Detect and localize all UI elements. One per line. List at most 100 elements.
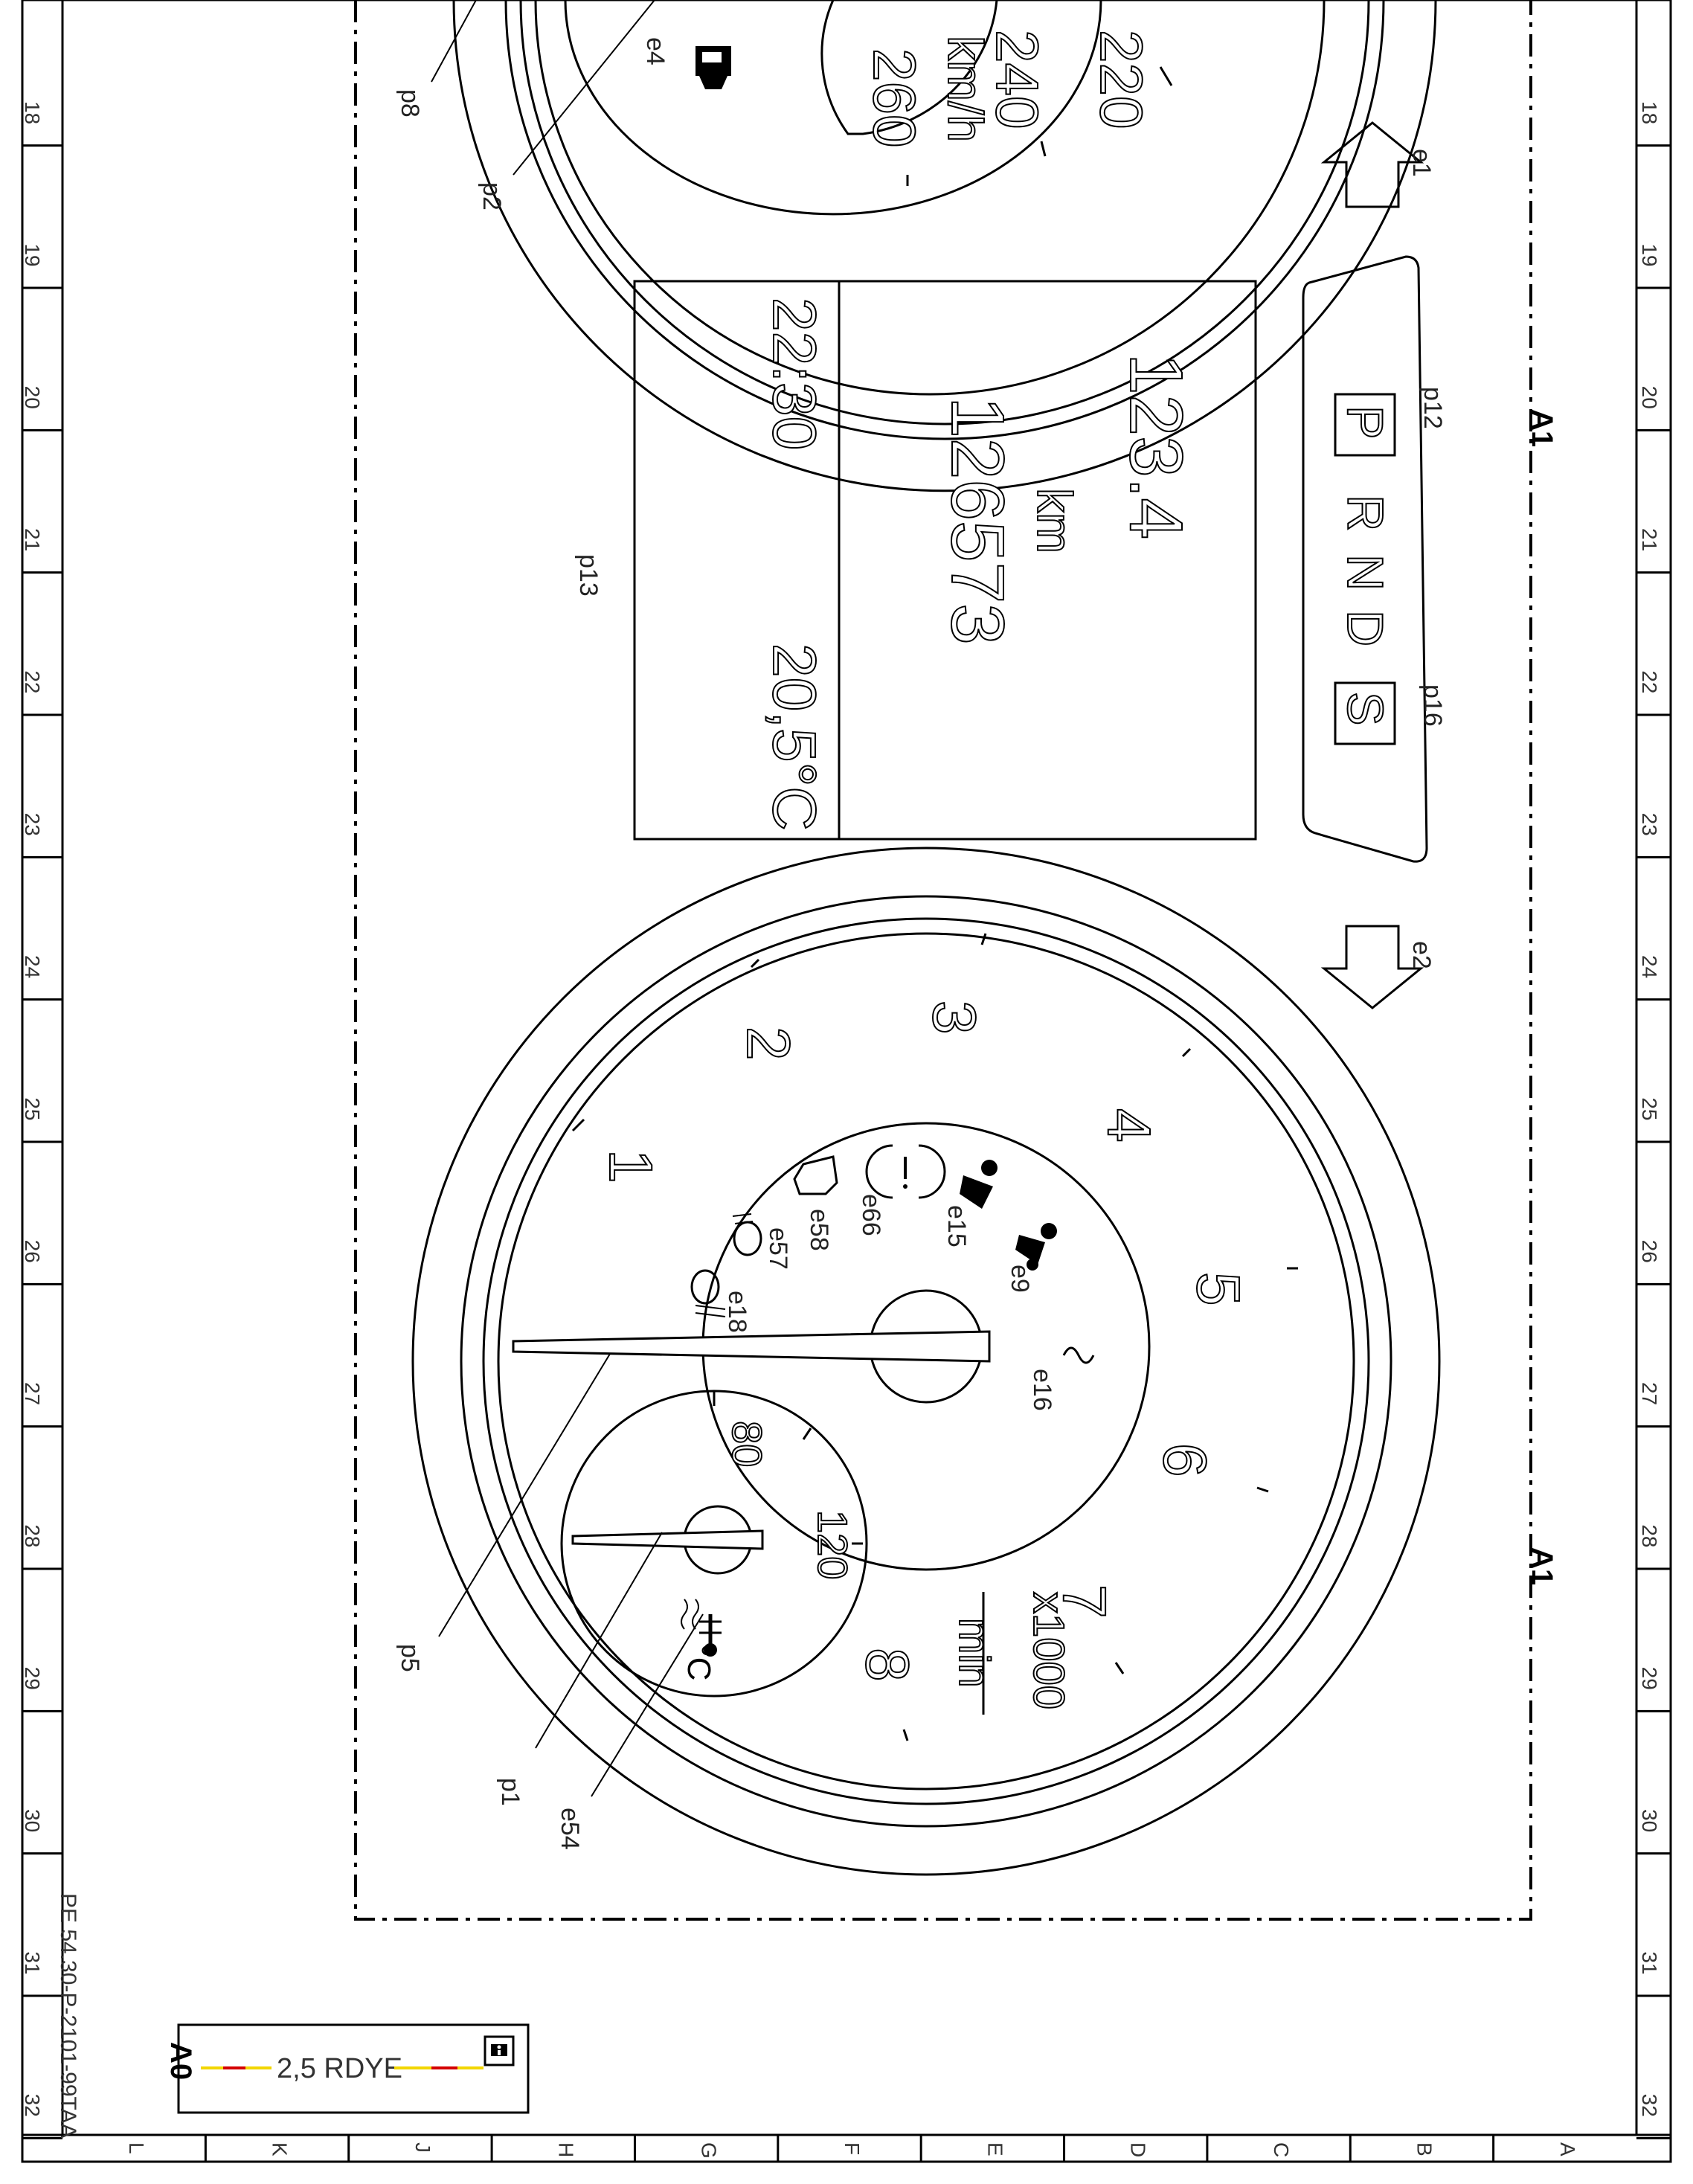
row-label-left-23: 23 bbox=[21, 813, 44, 836]
row-label-right-28: 28 bbox=[1638, 1524, 1661, 1547]
gear-n: N bbox=[1337, 554, 1393, 591]
component-label-a0: A0 bbox=[164, 2042, 197, 2080]
tach-tick-mark-3 bbox=[980, 933, 987, 945]
tach-tick-1: 1 bbox=[597, 1149, 664, 1183]
row-label-right-19: 19 bbox=[1638, 243, 1661, 266]
sheet-border bbox=[21, 0, 1672, 2163]
column-label-D: D bbox=[1127, 2142, 1150, 2157]
column-label-L: L bbox=[125, 2142, 148, 2154]
callout-e16: e16 bbox=[1028, 1369, 1056, 1411]
callout-p2: p2 bbox=[478, 182, 506, 211]
row-label-right-23: 23 bbox=[1638, 813, 1661, 836]
turn-left-arrow bbox=[1320, 121, 1424, 208]
callout-leaders bbox=[431, 0, 704, 1797]
clock-value: 22:30 bbox=[760, 298, 828, 450]
row-label-left-32: 32 bbox=[21, 2094, 44, 2117]
callout-p8: p8 bbox=[396, 89, 424, 118]
module-a1-label-top: A1 bbox=[1526, 409, 1558, 447]
column-label-B: B bbox=[1413, 2142, 1436, 2156]
row-label-left-29: 29 bbox=[21, 1667, 44, 1690]
row-label-left-20: 20 bbox=[21, 386, 44, 409]
callout-p5: p5 bbox=[396, 1644, 424, 1672]
speed-tick-240: 240 bbox=[984, 30, 1050, 129]
turn-right-arrow bbox=[1320, 925, 1424, 1009]
row-label-left-30: 30 bbox=[21, 1809, 44, 1832]
callout-e54: e54 bbox=[556, 1808, 584, 1850]
coolant-tick-80: 80 bbox=[724, 1421, 771, 1467]
row-label-right-26: 26 bbox=[1638, 1240, 1661, 1263]
row-label-right-21: 21 bbox=[1638, 528, 1661, 551]
tach-tick-mark-6 bbox=[1256, 1486, 1269, 1493]
callout-e1: e1 bbox=[1407, 149, 1436, 177]
coolant-needle bbox=[571, 1529, 764, 1550]
grid-tick-marks bbox=[22, 144, 1671, 2162]
callout-p16: p16 bbox=[1419, 684, 1447, 727]
tach-needle bbox=[512, 1330, 991, 1363]
callout-p13: p13 bbox=[574, 554, 603, 597]
info-icon[interactable] bbox=[484, 2035, 515, 2066]
module-a1-boundary bbox=[354, 0, 1532, 1921]
trip-unit: km bbox=[1027, 488, 1082, 553]
gear-s: S bbox=[1337, 692, 1393, 725]
speedometer: 220 240 260 km/h bbox=[452, 0, 1437, 492]
tach-tick-3: 3 bbox=[920, 1001, 988, 1035]
outside-temp-value: 20,5°C bbox=[760, 643, 828, 831]
tach-tick-mark-7 bbox=[1114, 1662, 1125, 1674]
column-label-C: C bbox=[1270, 2142, 1293, 2157]
row-label-right-22: 22 bbox=[1638, 670, 1661, 693]
row-label-right-20: 20 bbox=[1638, 386, 1661, 409]
tach-tick-4: 4 bbox=[1095, 1108, 1163, 1143]
column-label-A: A bbox=[1556, 2142, 1579, 2156]
speed-tick-260: 260 bbox=[861, 48, 928, 147]
row-label-left-28: 28 bbox=[21, 1524, 44, 1547]
tach-unit-bottom: min bbox=[950, 1618, 998, 1687]
tach-tick-6: 6 bbox=[1151, 1443, 1218, 1477]
gear-r: R bbox=[1337, 495, 1393, 531]
row-label-left-18: 18 bbox=[21, 101, 44, 124]
column-label-E: E bbox=[983, 2142, 1006, 2156]
row-label-right-30: 30 bbox=[1638, 1809, 1661, 1832]
row-label-left-19: 19 bbox=[21, 243, 44, 266]
column-label-F: F bbox=[841, 2142, 864, 2155]
tach-unit-top: x1000 bbox=[1024, 1592, 1073, 1709]
gear-box-p bbox=[1334, 393, 1396, 457]
row-label-left-21: 21 bbox=[21, 528, 44, 551]
column-label-G: G bbox=[698, 2142, 721, 2159]
callout-e58: e58 bbox=[805, 1209, 833, 1251]
callout-e2: e2 bbox=[1407, 941, 1436, 969]
row-label-right-27: 27 bbox=[1638, 1382, 1661, 1405]
callout-e4: e4 bbox=[641, 37, 669, 65]
coolant-gauge: 80 120 °C bbox=[560, 1390, 868, 1698]
coolant-temp-icon bbox=[681, 1599, 722, 1657]
lcd-display: 123.4 km 126573 22:30 20,5°C bbox=[633, 280, 1257, 841]
row-label-left-22: 22 bbox=[21, 670, 44, 693]
callout-e9: e9 bbox=[1006, 1265, 1034, 1293]
engine-check-icon bbox=[793, 1155, 838, 1195]
callout-e15: e15 bbox=[942, 1205, 971, 1247]
row-label-left-26: 26 bbox=[21, 1240, 44, 1263]
gear-p: P bbox=[1337, 405, 1393, 439]
front-fog-light-icon bbox=[690, 1269, 726, 1317]
tach-tick-mark-8 bbox=[902, 1729, 909, 1741]
row-label-left-27: 27 bbox=[21, 1382, 44, 1405]
column-label-H: H bbox=[554, 2142, 577, 2157]
row-label-left-25: 25 bbox=[21, 1097, 44, 1120]
row-label-right-31: 31 bbox=[1638, 1951, 1661, 1974]
glow-plug-icon bbox=[1062, 1346, 1095, 1364]
row-label-right-24: 24 bbox=[1638, 955, 1661, 978]
tach-tick-mark-4 bbox=[1181, 1047, 1192, 1058]
callout-p12: p12 bbox=[1419, 387, 1447, 429]
rear-fog-light-icon bbox=[732, 1213, 762, 1256]
speed-tick-220: 220 bbox=[1088, 30, 1154, 129]
column-label-K: K bbox=[269, 2142, 292, 2156]
row-label-left-31: 31 bbox=[21, 1951, 44, 1974]
row-label-right-25: 25 bbox=[1638, 1097, 1661, 1120]
tach-tick-8: 8 bbox=[853, 1648, 921, 1682]
callout-e57: e57 bbox=[764, 1227, 792, 1270]
callout-p1: p1 bbox=[496, 1778, 524, 1806]
tach-tick-2: 2 bbox=[734, 1027, 802, 1061]
